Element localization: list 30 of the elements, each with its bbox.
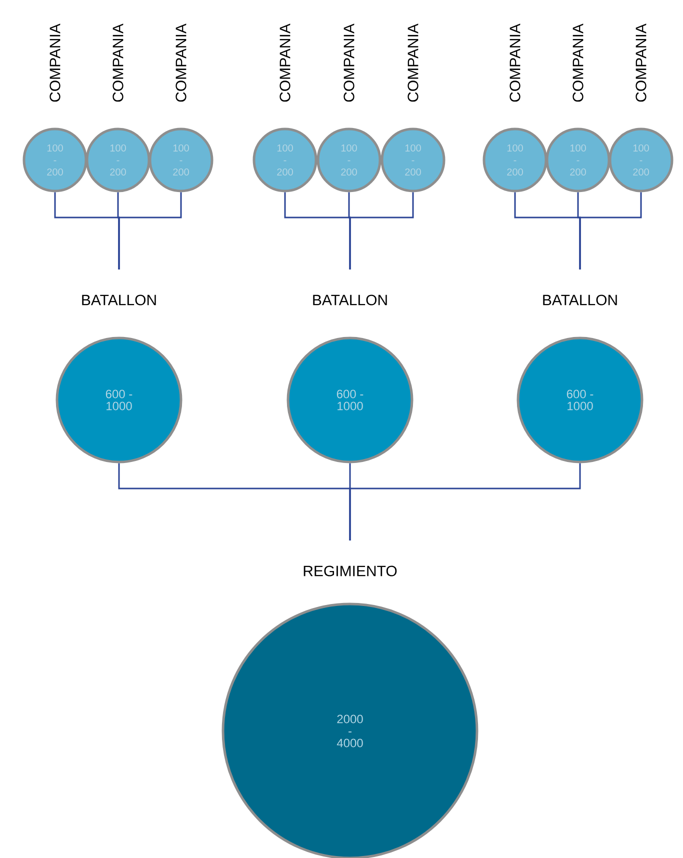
node-label: COMPANIA bbox=[572, 24, 584, 102]
circle-node: 100 - 200 COMPANIA bbox=[546, 24, 610, 192]
node-label: BATALLON bbox=[82, 294, 156, 306]
bracket-line bbox=[349, 463, 581, 540]
circle-node: 2000 - 4000 REGIMIENTO bbox=[222, 566, 478, 858]
bracket-line bbox=[118, 192, 182, 270]
node-label: COMPANIA bbox=[344, 24, 354, 102]
circle-node: 100 - 200 COMPANIA bbox=[148, 24, 214, 192]
node-label: COMPANIA bbox=[510, 24, 520, 102]
node-label: COMPANIA bbox=[112, 24, 124, 102]
bracket-line bbox=[349, 192, 414, 270]
circle-node: 100 - 200 COMPANIA bbox=[380, 24, 446, 192]
circle-node: 100 - 200 COMPANIA bbox=[22, 24, 88, 192]
node-label: COMPANIA bbox=[280, 24, 290, 102]
circle-node: 100 - 200 COMPANIA bbox=[608, 24, 674, 192]
circle-node: 100 - 200 COMPANIA bbox=[86, 24, 150, 192]
node-label: COMPANIA bbox=[408, 24, 418, 102]
circle-node: 100 - 200 COMPANIA bbox=[316, 24, 382, 192]
circle-node: 600 - 1000 BATALLON bbox=[286, 294, 414, 464]
circle-node: 100 - 200 COMPANIA bbox=[482, 24, 548, 192]
circle-node: 600 - 1000 BATALLON bbox=[56, 294, 182, 464]
node-label: COMPANIA bbox=[50, 24, 60, 102]
circle-node: 100 - 200 COMPANIA bbox=[252, 24, 318, 192]
circle-node: 600 - 1000 BATALLON bbox=[516, 294, 644, 464]
node-label: COMPANIA bbox=[176, 24, 186, 102]
node-label: BATALLON bbox=[313, 294, 387, 306]
bracket-line bbox=[579, 192, 642, 270]
node-label: BATALLON bbox=[543, 294, 617, 306]
node-label: COMPANIA bbox=[636, 24, 646, 102]
node-label: REGIMIENTO bbox=[304, 566, 397, 576]
